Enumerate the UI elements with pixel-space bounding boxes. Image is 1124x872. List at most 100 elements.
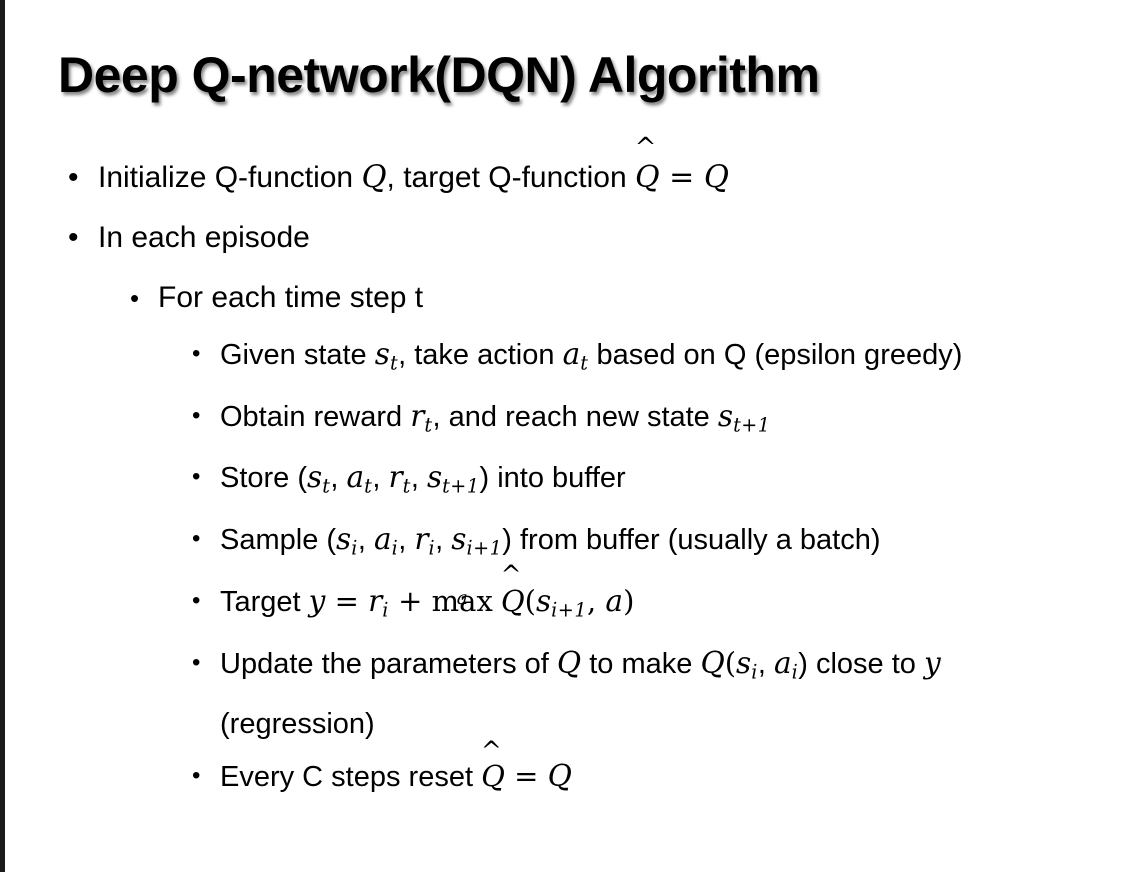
equals-sign: = [504,759,548,794]
bullet-dot-icon: • [192,762,201,790]
text-segment: ( [724,645,737,680]
math-subscript: t [424,413,433,437]
math-var-s: s [451,522,467,557]
math-subscript: t [364,475,373,499]
bullet-text: In each episode [98,221,310,254]
bullet-obtain-reward: • Obtain reward rt, and reach new state … [0,390,1124,452]
math-var-q: Q [481,759,505,794]
math-var-s: s [307,460,323,495]
bullet-given-state-take-action: • Given state st, take action at based o… [0,328,1124,390]
math-subscript: i [751,660,758,684]
math-subscript: t [580,351,589,375]
bullet-update-parameters: • Update the parameters of Q to make Q(s… [0,637,1124,751]
bullet-in-each-episode: • In each episode [0,208,1124,268]
math-var-s: s [535,583,552,618]
math-var-s: s [736,645,752,680]
equals-sign: = [659,160,704,195]
math-var-a: a [346,460,365,495]
math-subscript: i [382,598,389,622]
bullet-text: Update the parameters of Q to make Q(si,… [220,637,1100,751]
math-var-s: s [717,398,734,433]
text-segment: ) close to [798,647,924,680]
bullet-text: Store (st, at, rt, st+1) into buffer [220,451,1100,513]
math-var-q: Q [556,645,582,680]
text-segment: Target [220,585,309,618]
bullet-for-each-time-step: • For each time step t [0,268,1124,328]
math-var-r: r [368,583,383,618]
bullet-text: For each time step t [158,281,424,314]
bullet-sample-from-buffer: • Sample (si, ai, ri, si+1) from buffer … [0,513,1124,575]
text-segment: Initialize Q-function [98,161,362,194]
math-subscript: t [402,475,411,499]
text-segment: based on Q (epsilon greedy) [588,339,963,371]
plus-sign: + [388,583,432,618]
math-var-q: Q [635,160,660,195]
bullet-text: Sample (si, ai, ri, si+1) from buffer (u… [220,513,1100,575]
hat-accent-icon: ^ [480,735,502,765]
bullet-dot-icon: • [192,586,201,614]
bullet-text: Every C steps reset ^Q = Q [220,738,1100,803]
math-var-q: Q [700,645,725,680]
math-var-s: s [336,522,352,557]
math-var-q: Q [361,160,387,195]
text-segment: , [330,462,347,495]
math-var-r: r [388,460,403,495]
text-segment: , [435,524,452,557]
text-segment: Obtain reward [220,400,411,433]
text-segment: , [372,462,389,495]
bullet-text: Given state st, take action at based on … [220,328,1100,390]
math-var-a: a [373,522,392,557]
math-var-qhat: ^Q [635,135,660,208]
bullet-dot-icon: • [68,161,79,194]
math-subscript: i [428,536,436,560]
math-var-r: r [410,398,425,433]
max-underset-var: a [456,588,468,610]
hat-accent-icon: ^ [634,133,657,164]
math-subscript: i+1 [551,598,587,622]
equals-sign: = [325,583,369,618]
text-segment: Update the parameters of [220,647,557,680]
math-subscript: i [791,660,799,684]
bullet-dot-icon: • [192,648,201,676]
text-segment: Given state [220,339,375,371]
text-segment: ) from buffer (usually a batch) [502,524,881,557]
bullet-dot-icon: • [192,463,201,491]
math-var-q: Q [547,759,572,794]
text-segment: , [757,647,774,680]
math-subscript: i+1 [466,536,503,560]
math-subscript: t [322,475,331,499]
page-title: Deep Q-network(DQN) Algorithm [58,47,820,103]
text-segment: , [398,524,415,557]
math-subscript: i [351,536,358,560]
text-segment: , and reach new state [432,400,718,433]
math-var-qhat: ^Q [481,738,505,802]
bullet-dot-icon: • [192,525,201,553]
math-subscript: t+1 [733,413,771,437]
bullet-initialize-q: • Initialize Q-function Q, target Q-func… [0,135,1124,208]
text-segment: , [586,583,606,618]
math-var-s: s [426,460,443,495]
bullet-text: Initialize Q-function Q, target Q-functi… [98,135,1124,208]
bullet-dot-icon: • [130,283,140,313]
math-subscript: t+1 [442,475,480,499]
bullet-reset-target-network: • Every C steps reset ^Q = Q [0,738,1124,803]
text-segment: , take action [398,339,563,371]
text-segment: ) [623,583,635,618]
text-segment: Store ( [220,462,308,495]
text-segment: ( [524,583,536,618]
math-var-a: a [562,337,581,371]
bullet-text: Obtain reward rt, and reach new state st… [220,390,1100,452]
math-var-y: y [923,645,941,680]
text-segment: ) into buffer [479,462,626,495]
math-var-qhat: ^Q [501,563,525,627]
math-var-a: a [773,645,792,680]
text-segment: Every C steps reset [220,761,482,794]
math-var-s: s [374,337,390,371]
math-var-q: Q [703,160,729,195]
math-var-r: r [414,522,429,557]
slide-left-edge [0,0,5,872]
text-segment: , [410,462,427,495]
